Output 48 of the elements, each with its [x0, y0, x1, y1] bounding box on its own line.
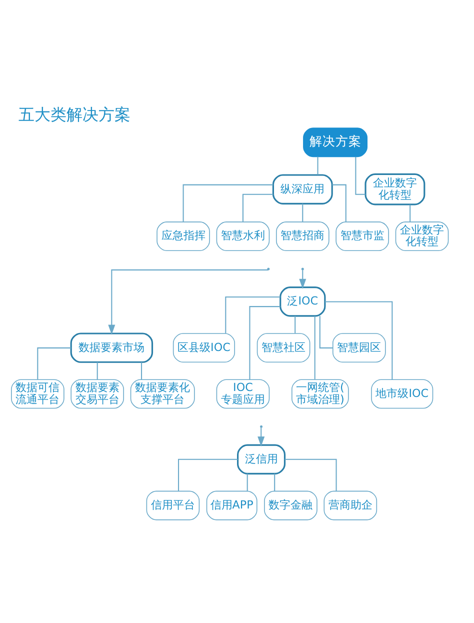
connector: [274, 473, 276, 490]
connector: [246, 473, 248, 490]
node-box: 信用平台: [146, 490, 200, 520]
connector: [141, 362, 142, 379]
node-box: 信用APP: [206, 490, 258, 520]
node-box: 营商助企: [324, 490, 378, 520]
node-box: 企业数字化转型: [364, 172, 426, 205]
node-box: 企业数字化转型: [395, 221, 449, 250]
connector: [249, 306, 280, 380]
node-box: 解决方案: [303, 127, 368, 157]
node-box: 泛IOC: [280, 286, 326, 316]
node-box: IOC 专题应用: [216, 378, 270, 408]
node-box: 数据要素市场: [70, 332, 154, 362]
node-box: 一网统管(市域治理): [292, 378, 349, 408]
node-box: 区县级IOC: [172, 332, 236, 362]
diagram-title: 五大类解决方案: [18, 104, 130, 124]
node-box: 泛信用: [237, 444, 286, 474]
node-box: 智慧社区: [256, 332, 310, 362]
node-box: 智慧招商: [276, 221, 330, 250]
connector: [284, 458, 337, 491]
connector: [314, 316, 316, 379]
node-box: 数据要素化支撑平台: [130, 378, 195, 408]
node-box: 数据要素交易平台: [70, 378, 124, 408]
connector: [325, 300, 393, 380]
node-box: 智慧园区: [332, 332, 386, 362]
connector: [302, 203, 304, 222]
connector: [225, 296, 280, 333]
node-box: 应急指挥: [156, 221, 210, 250]
connector: [332, 184, 346, 222]
connector: [182, 184, 274, 222]
node-box: 数字金融: [264, 490, 318, 520]
connector: [317, 156, 318, 174]
node-box: 地市级IOC: [371, 378, 434, 408]
node-box: 智慧市监: [336, 221, 389, 250]
arrow: [258, 427, 265, 446]
node-box: 纵深应用: [272, 174, 333, 204]
connector: [242, 193, 274, 222]
arrow: [299, 270, 306, 288]
connector: [294, 316, 296, 333]
connector: [410, 204, 411, 222]
connector: [178, 458, 238, 491]
connector: [319, 316, 333, 348]
connector: [96, 362, 98, 379]
connector: [37, 346, 71, 379]
node-box: 数据可信流通平台: [11, 378, 64, 408]
node-box: 智慧水利: [216, 221, 270, 250]
arrow: [108, 268, 268, 334]
connector: [355, 156, 366, 194]
